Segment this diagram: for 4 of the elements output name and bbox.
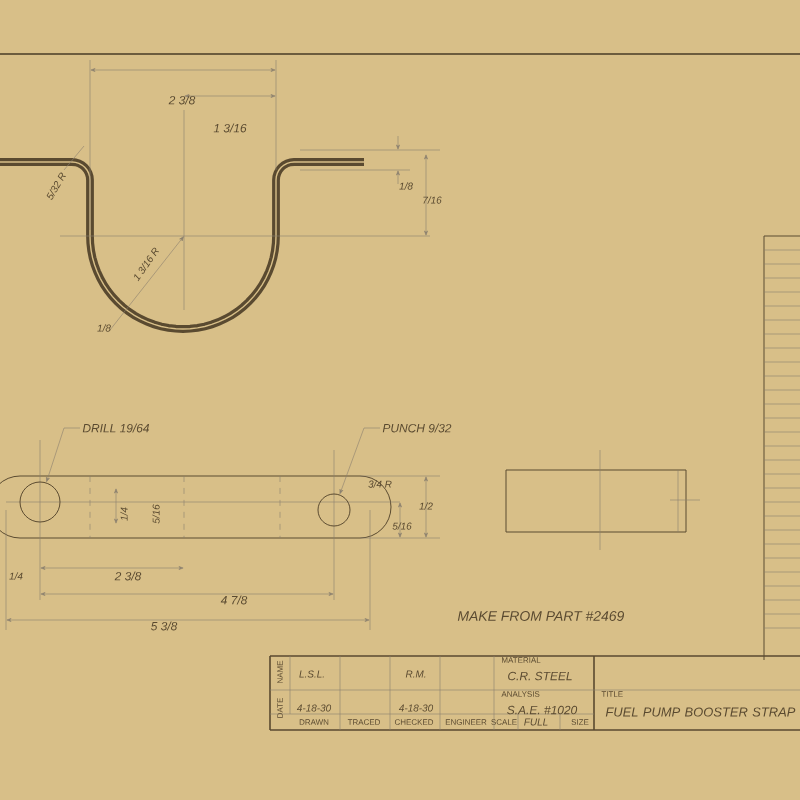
leader-line — [339, 427, 381, 494]
hole — [19, 481, 61, 523]
hole — [317, 493, 351, 527]
leader-line — [46, 427, 81, 482]
